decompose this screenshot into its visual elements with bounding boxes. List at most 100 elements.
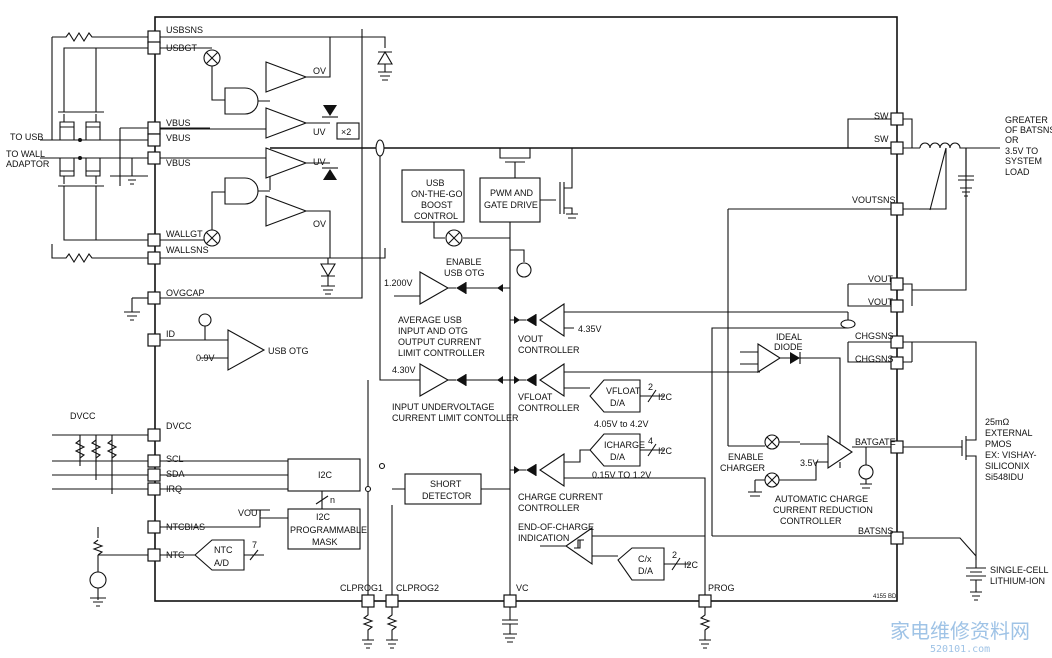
avg-usb-comparator: [419, 271, 450, 305]
svg-text:VOUTSNS: VOUTSNS: [852, 195, 896, 205]
bottom-switch-mosfet: [540, 148, 578, 219]
svg-text:OV: OV: [313, 66, 326, 76]
svg-text:SINGLE-CELL: SINGLE-CELL: [990, 565, 1049, 575]
pin-usbgt: [147, 41, 161, 55]
pwm-gate-drive-block: [479, 177, 541, 223]
svg-text:LITHIUM-ION: LITHIUM-ION: [990, 576, 1045, 586]
pin-wallgt: [147, 233, 161, 247]
svg-text:SW: SW: [874, 134, 889, 144]
label-dvcc: DVCC: [166, 421, 192, 431]
svg-text:OF BATSNS: OF BATSNS: [1005, 125, 1052, 135]
svg-text:CONTROLLER: CONTROLLER: [518, 403, 580, 413]
svg-text:INPUT AND OTG: INPUT AND OTG: [398, 326, 468, 336]
thermistor-icon: [89, 571, 107, 589]
svg-text:25mΩ: 25mΩ: [985, 417, 1010, 427]
svg-text:CONTROLLER: CONTROLLER: [518, 503, 580, 513]
label-ovgcap: OVGCAP: [166, 288, 205, 298]
svg-text:4: 4: [648, 436, 653, 446]
svg-text:SHORT: SHORT: [430, 479, 462, 489]
vbus-wires: [110, 127, 148, 186]
clprog-sense: [379, 140, 420, 381]
zener-bottom: [320, 258, 336, 295]
svg-text:MASK: MASK: [312, 537, 338, 547]
svg-text:BATGATE: BATGATE: [855, 437, 896, 447]
svg-text:7: 7: [252, 540, 257, 550]
svg-text:AUTOMATIC CHARGE: AUTOMATIC CHARGE: [775, 494, 868, 504]
svg-text:PROG: PROG: [708, 583, 735, 593]
ovgcap-ground: [124, 298, 140, 321]
usbsns-resistor: [52, 31, 148, 43]
uv-comparator-top: [265, 107, 308, 139]
svg-text:BOOST: BOOST: [421, 200, 453, 210]
ntc-bias-resistor: [92, 539, 104, 556]
top-switch-mosfet: [499, 148, 531, 178]
svg-text:EXTERNAL: EXTERNAL: [985, 428, 1033, 438]
svg-text:IDEAL: IDEAL: [776, 332, 802, 342]
to-wall-label-1: TO WALL: [6, 149, 45, 159]
right-pins: [890, 112, 904, 545]
pin-vc: [503, 594, 517, 608]
svg-text:ICHARGE: ICHARGE: [604, 440, 645, 450]
i2c-mask-block: [287, 508, 361, 550]
svg-text:2: 2: [672, 550, 677, 560]
label-scl: SCL: [166, 454, 184, 464]
svg-text:PWM AND: PWM AND: [490, 188, 534, 198]
svg-text:I2C: I2C: [318, 470, 333, 480]
svg-text:PROGRAMMABLE: PROGRAMMABLE: [290, 525, 367, 535]
diode-top: [323, 105, 337, 116]
eoc-comparator: [565, 526, 593, 566]
svg-text:D/A: D/A: [638, 566, 653, 576]
svg-text:USB: USB: [426, 178, 445, 188]
svg-text:CLPROG1: CLPROG1: [340, 583, 383, 593]
svg-text:SILICONIX: SILICONIX: [985, 461, 1030, 471]
svg-text:SYSTEM: SYSTEM: [1005, 156, 1042, 166]
batgate-amp: [827, 434, 853, 470]
svg-text:UV: UV: [313, 157, 326, 167]
svg-text:A/D: A/D: [214, 558, 230, 568]
pin-vbus-2: [147, 133, 161, 147]
ov-comparator-top: [265, 61, 308, 93]
svg-text:4.30V: 4.30V: [392, 365, 416, 375]
wall-pmos-pair: [58, 156, 148, 241]
diode-bottom: [323, 169, 337, 180]
zener-top: [377, 50, 393, 81]
charge-current-amp: [539, 452, 565, 488]
svg-text:PMOS: PMOS: [985, 439, 1012, 449]
svg-text:2: 2: [648, 382, 653, 392]
left-pins: [147, 30, 161, 562]
svg-text:END-OF-CHARGE: END-OF-CHARGE: [518, 522, 594, 532]
svg-text:LIMIT CONTROLLER: LIMIT CONTROLLER: [398, 348, 485, 358]
pin-clprog1: [361, 594, 375, 608]
svg-text:EX: VISHAY-: EX: VISHAY-: [985, 450, 1037, 460]
uv-comparator-bot: [265, 147, 308, 179]
svg-text:UV: UV: [313, 127, 326, 137]
svg-text:USB OTG: USB OTG: [268, 346, 309, 356]
svg-text:OV: OV: [313, 219, 326, 229]
pin-ntcbias: [147, 520, 161, 534]
svg-text:INDICATION: INDICATION: [518, 533, 569, 543]
svg-text:ENABLE: ENABLE: [728, 452, 764, 462]
svg-text:CHGSNS: CHGSNS: [855, 331, 894, 341]
svg-text:VOUT: VOUT: [238, 508, 264, 518]
svg-text:Si548IDU: Si548IDU: [985, 472, 1024, 482]
vc-line: [433, 222, 511, 595]
sw-wires: [847, 118, 920, 149]
label-vbus-2: VBUS: [166, 133, 191, 143]
svg-text:VOUT: VOUT: [868, 274, 894, 284]
pin-ovgcap: [147, 291, 161, 305]
pin-prog: [698, 594, 712, 608]
svg-text:NTC: NTC: [214, 545, 233, 555]
svg-text:GATE DRIVE: GATE DRIVE: [484, 200, 538, 210]
label-usbsns: USBSNS: [166, 25, 203, 35]
pin-wallsns: [147, 251, 161, 265]
svg-text:DIODE: DIODE: [774, 342, 803, 352]
svg-text:LOAD: LOAD: [1005, 167, 1030, 177]
otg-current-source: [516, 262, 532, 278]
external-pmos: [911, 341, 977, 560]
svg-text:I2C: I2C: [316, 512, 331, 522]
label-vbus-1: VBUS: [166, 118, 191, 128]
and-gate-top: [224, 87, 259, 115]
svg-text:CLPROG2: CLPROG2: [396, 583, 439, 593]
vbus-ground: [126, 158, 138, 185]
svg-text:CHGSNS: CHGSNS: [855, 354, 894, 364]
